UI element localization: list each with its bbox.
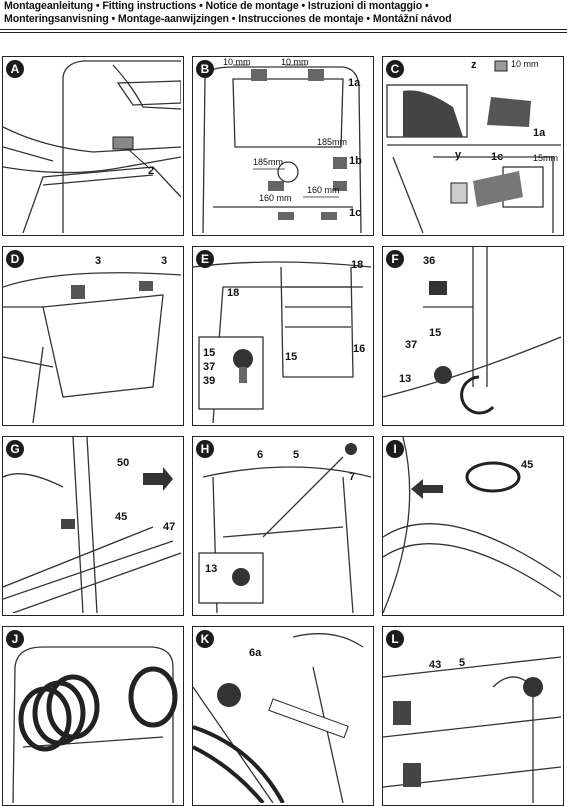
panel-g: G 50 45 47 bbox=[2, 436, 184, 616]
panel-c-badge: C bbox=[386, 60, 404, 78]
panel-b: B 10 mm 10 mm 1a 185mm 185mm 1b 160 mm 1… bbox=[192, 56, 374, 236]
panel-e-illustration bbox=[193, 261, 371, 423]
header-line-2: Monteringsanvisning • Montage-aanwijzing… bbox=[4, 13, 452, 25]
panel-l: L 43 5 bbox=[382, 626, 564, 806]
panel-k-badge: K bbox=[196, 630, 214, 648]
panel-k-illustration bbox=[193, 633, 364, 803]
callout-43: 43 bbox=[429, 659, 442, 671]
panel-a-illustration bbox=[3, 60, 181, 233]
callout-6a: 6a bbox=[249, 647, 262, 659]
dimension-160mm-right: 160 mm bbox=[307, 185, 340, 195]
panel-l-illustration bbox=[383, 656, 561, 803]
callout-18-left: 18 bbox=[227, 287, 240, 299]
panel-e-badge: E bbox=[196, 250, 214, 268]
callout-y: y bbox=[455, 149, 462, 161]
dimension-10mm-right: 10 mm bbox=[281, 57, 309, 67]
dimension-185mm-right: 185mm bbox=[317, 137, 348, 147]
panel-b-badge: B bbox=[196, 60, 214, 78]
panel-k: K 6a bbox=[192, 626, 374, 806]
callout-18-right: 18 bbox=[351, 259, 364, 271]
callout-15-detail: 15 bbox=[203, 347, 216, 359]
panel-a: A 2 bbox=[2, 56, 184, 236]
callout-6: 6 bbox=[257, 449, 264, 461]
panel-d-badge: D bbox=[6, 250, 24, 268]
dimension-160mm-left: 160 mm bbox=[259, 193, 292, 203]
panel-i-illustration bbox=[383, 437, 561, 613]
panel-h: H 6 5 7 13 bbox=[192, 436, 374, 616]
dimension-15mm: 15mm bbox=[533, 153, 559, 163]
callout-50: 50 bbox=[117, 457, 130, 469]
header: Montageanleitung • Fitting instructions … bbox=[4, 0, 564, 26]
callout-37: 37 bbox=[405, 339, 418, 351]
callout-15: 15 bbox=[429, 327, 442, 339]
panel-j: J bbox=[2, 626, 184, 806]
dimension-10mm-left: 10 mm bbox=[223, 57, 251, 67]
panel-l-badge: L bbox=[386, 630, 404, 648]
callout-5: 5 bbox=[293, 449, 300, 461]
callout-47: 47 bbox=[163, 521, 176, 533]
callout-1c: 1c bbox=[491, 151, 504, 163]
callout-39-detail: 39 bbox=[203, 375, 216, 387]
panel-c-illustration bbox=[386, 60, 561, 233]
dimension-185mm-left: 185mm bbox=[253, 157, 284, 167]
panel-g-badge: G bbox=[6, 440, 24, 458]
callout-1a: 1a bbox=[348, 77, 361, 89]
callout-1c: 1c bbox=[349, 207, 362, 219]
callout-1b: 1b bbox=[349, 155, 362, 167]
panel-f: F 36 15 37 13 bbox=[382, 246, 564, 426]
panel-g-illustration bbox=[3, 437, 181, 613]
panel-f-illustration bbox=[383, 247, 561, 415]
callout-16: 16 bbox=[353, 343, 366, 355]
callout-13: 13 bbox=[205, 563, 218, 575]
panel-c: C z 10 mm 1a y 1c 15mm bbox=[382, 56, 564, 236]
callout-13: 13 bbox=[399, 373, 412, 385]
panel-e: E 18 18 15 37 39 15 16 bbox=[192, 246, 374, 426]
panel-a-badge: A bbox=[6, 60, 24, 78]
panel-j-illustration bbox=[12, 646, 178, 803]
callout-3-right: 3 bbox=[161, 255, 168, 267]
callout-45: 45 bbox=[115, 511, 128, 523]
callout-45: 45 bbox=[521, 459, 534, 471]
panel-d: D 3 3 bbox=[2, 246, 184, 426]
panel-i: I 45 bbox=[382, 436, 564, 616]
callout-2: 2 bbox=[148, 165, 155, 177]
panel-h-badge: H bbox=[196, 440, 214, 458]
panel-d-illustration bbox=[3, 272, 181, 423]
panel-f-badge: F bbox=[386, 250, 404, 268]
panel-j-badge: J bbox=[6, 630, 24, 648]
panel-i-badge: I bbox=[386, 440, 404, 458]
header-line-1: Montageanleitung • Fitting instructions … bbox=[4, 0, 429, 12]
header-rule-bottom bbox=[0, 32, 567, 33]
header-rule-top bbox=[0, 29, 567, 30]
callout-3-left: 3 bbox=[95, 255, 102, 267]
callout-z: z bbox=[471, 59, 477, 71]
callout-37-detail: 37 bbox=[203, 361, 216, 373]
callout-15: 15 bbox=[285, 351, 298, 363]
panel-h-illustration bbox=[198, 443, 371, 613]
callout-7: 7 bbox=[349, 471, 356, 483]
callout-1a: 1a bbox=[533, 127, 546, 139]
dimension-10mm: 10 mm bbox=[511, 59, 539, 69]
callout-36: 36 bbox=[423, 255, 436, 267]
callout-5: 5 bbox=[459, 657, 466, 669]
